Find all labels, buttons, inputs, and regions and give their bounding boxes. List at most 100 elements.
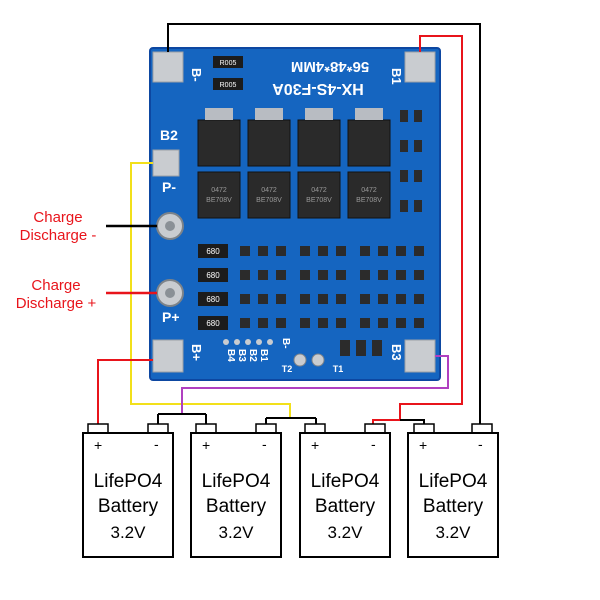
mosfet xyxy=(247,119,291,167)
balance-resistor xyxy=(198,292,228,306)
mosfet-marking: BE708V xyxy=(356,197,382,204)
charge-plus-line2: Discharge + xyxy=(15,295,97,312)
mosfet-marking: BE708V xyxy=(206,197,232,204)
balance-resistor xyxy=(198,316,228,330)
battery-label: Battery xyxy=(315,496,376,517)
label-p-plus: P+ xyxy=(162,309,180,325)
thermistor-label-t2: T2 xyxy=(282,364,293,374)
balance-header: B4 B3 B2 B1 B- xyxy=(223,338,291,362)
battery-label: Battery xyxy=(423,496,484,517)
battery-type: LifePO4 xyxy=(202,471,271,492)
pad-b-minus xyxy=(152,51,184,83)
mosfet-tab xyxy=(255,108,283,120)
thermistor-pad-t1 xyxy=(311,353,325,367)
header-label-b4: B4 xyxy=(225,349,236,362)
header-label-b1: B1 xyxy=(258,349,269,362)
shunt-resistor-1-label: R005 xyxy=(220,60,237,67)
board-model: HX-4S-F30A xyxy=(272,80,364,97)
mosfet-marking: 0472 xyxy=(211,187,227,194)
wire-purple-b3 xyxy=(181,355,449,414)
header-label-b2: B2 xyxy=(247,349,258,362)
mosfet-array: 0472 BE708V 0472 BE708V 0472 BE708V 0472… xyxy=(197,108,391,219)
pad-b-plus xyxy=(152,339,184,373)
pad-p-minus-hole xyxy=(165,221,175,231)
mosfet xyxy=(297,119,341,167)
label-b-plus: B+ xyxy=(189,344,204,361)
battery-body xyxy=(82,432,174,558)
wire-yellow-b2 xyxy=(130,162,291,418)
board-size: 56*48*4MM xyxy=(291,58,369,75)
battery-4: + - LifePO4 Battery 3.2V xyxy=(407,423,499,558)
mosfet xyxy=(297,171,341,219)
battery-3: + - LifePO4 Battery 3.2V xyxy=(299,423,391,558)
mosfet-tab xyxy=(305,108,333,120)
mosfet xyxy=(197,119,241,167)
thermistor-pad-t2 xyxy=(293,353,307,367)
wire-black-b-minus xyxy=(167,23,481,428)
battery-minus-sign: - xyxy=(371,436,376,452)
charge-plus-line1: Charge xyxy=(31,277,81,294)
battery-plus-sign: + xyxy=(94,437,102,453)
mosfet-marking: BE708V xyxy=(256,197,282,204)
battery-type: LifePO4 xyxy=(94,471,163,492)
shunt-resistor-2-label: R005 xyxy=(220,82,237,89)
battery-type: LifePO4 xyxy=(419,471,488,492)
battery-minus-sign: - xyxy=(262,436,267,452)
battery-body xyxy=(407,432,499,558)
battery-minus-sign: - xyxy=(154,436,159,452)
smd-components xyxy=(240,110,424,356)
battery-plus-sign: + xyxy=(311,437,319,453)
pad-p-plus-hole xyxy=(165,288,175,298)
battery-minus-sign: - xyxy=(478,436,483,452)
shunt-resistor-1 xyxy=(213,56,243,68)
label-b-minus: B- xyxy=(189,68,204,82)
shunt-resistor-2 xyxy=(213,78,243,90)
balance-resistor-label: 680 xyxy=(206,271,220,280)
mosfet xyxy=(347,119,391,167)
battery-label: Battery xyxy=(206,496,267,517)
label-b2: B2 xyxy=(160,127,178,143)
mosfet-marking: 0472 xyxy=(361,187,377,194)
battery-voltage: 3.2V xyxy=(111,523,147,542)
balance-resistor-label: 680 xyxy=(206,319,220,328)
balance-resistor-label: 680 xyxy=(206,247,220,256)
thermistor-label-t1: T1 xyxy=(333,364,344,374)
charge-minus-line2: Discharge - xyxy=(19,227,97,244)
battery-body xyxy=(299,432,391,558)
battery-label: Battery xyxy=(98,496,159,517)
charge-minus-line1: Charge xyxy=(33,209,83,226)
header-label-b3: B3 xyxy=(236,349,247,362)
balance-resistor xyxy=(198,244,228,258)
header-label-b-minus: B- xyxy=(280,338,291,349)
mosfet-marking: BE708V xyxy=(306,197,332,204)
mosfet-tab xyxy=(355,108,383,120)
mosfet xyxy=(247,171,291,219)
mosfet-marking: 0472 xyxy=(311,187,327,194)
pad-b2 xyxy=(152,149,180,177)
wire-red-b-plus xyxy=(97,359,153,428)
mosfet xyxy=(347,171,391,219)
label-b3: B3 xyxy=(389,344,404,361)
battery-body xyxy=(190,432,282,558)
balance-resistors: 680 680 680 680 xyxy=(198,244,228,330)
pad-b3 xyxy=(404,339,436,373)
balance-resistor xyxy=(198,268,228,282)
battery-voltage: 3.2V xyxy=(436,523,472,542)
battery-plus-sign: + xyxy=(202,437,210,453)
battery-plus-sign: + xyxy=(419,437,427,453)
mosfet xyxy=(197,171,241,219)
charge-discharge-minus-label: Charge Discharge - xyxy=(8,209,108,245)
battery-type: LifePO4 xyxy=(311,471,380,492)
mosfet-tab xyxy=(205,108,233,120)
label-b1: B1 xyxy=(389,68,404,85)
battery-1: + - LifePO4 Battery 3.2V xyxy=(82,423,174,558)
label-p-minus: P- xyxy=(162,179,176,195)
balance-resistor-label: 680 xyxy=(206,295,220,304)
wire-red-b1 xyxy=(372,35,463,428)
charge-discharge-plus-label: Charge Discharge + xyxy=(4,277,108,313)
pad-b1 xyxy=(404,51,436,83)
mosfet-marking: 0472 xyxy=(261,187,277,194)
battery-voltage: 3.2V xyxy=(328,523,364,542)
bms-board: B- B1 B2 P- P+ B+ B3 56*48*4MM HX-4S-F30… xyxy=(149,47,441,381)
